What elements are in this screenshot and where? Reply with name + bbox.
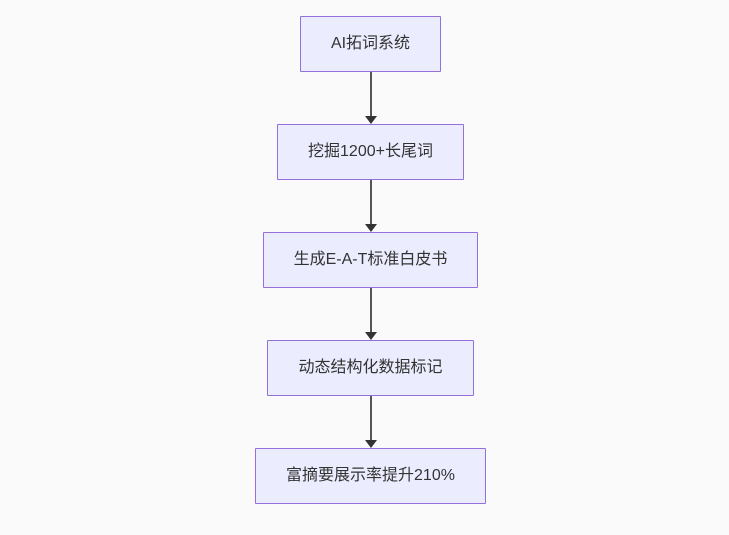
flow-node-dynamic-structured-data-markup: 动态结构化数据标记 (267, 340, 474, 396)
arrowhead-down-icon (364, 332, 377, 340)
flow-node-label: 生成E-A-T标准白皮书 (293, 250, 448, 268)
edge-line (369, 180, 372, 224)
flow-node-rich-snippet-rate-increase: 富摘要展示率提升210% (255, 448, 486, 504)
arrowhead-down-icon (364, 224, 377, 232)
flow-node-label: 挖掘1200+长尾词 (308, 142, 433, 160)
edge-line (369, 72, 372, 116)
flow-node-label: AI拓词系统 (330, 34, 411, 52)
flow-node-ai-word-expansion-system: AI拓词系统 (299, 16, 442, 72)
edge-line (369, 288, 372, 332)
flow-node-label: 富摘要展示率提升210% (286, 466, 455, 484)
flow-edge-4 (364, 396, 378, 448)
flow-edge-3 (364, 288, 378, 340)
flow-edge-2 (364, 180, 378, 232)
flow-edge-1 (364, 72, 378, 124)
edge-line (369, 396, 372, 440)
flow-node-mine-longtail-keywords: 挖掘1200+长尾词 (277, 124, 464, 180)
flow-node-generate-eat-whitepaper: 生成E-A-T标准白皮书 (262, 232, 479, 288)
arrowhead-down-icon (364, 116, 377, 124)
flowchart-column: AI拓词系统 挖掘1200+长尾词 生成E-A-T标准白皮书 动态结构化数据标记 (6, 16, 729, 504)
flow-node-label: 动态结构化数据标记 (298, 358, 443, 376)
arrowhead-down-icon (364, 440, 377, 448)
